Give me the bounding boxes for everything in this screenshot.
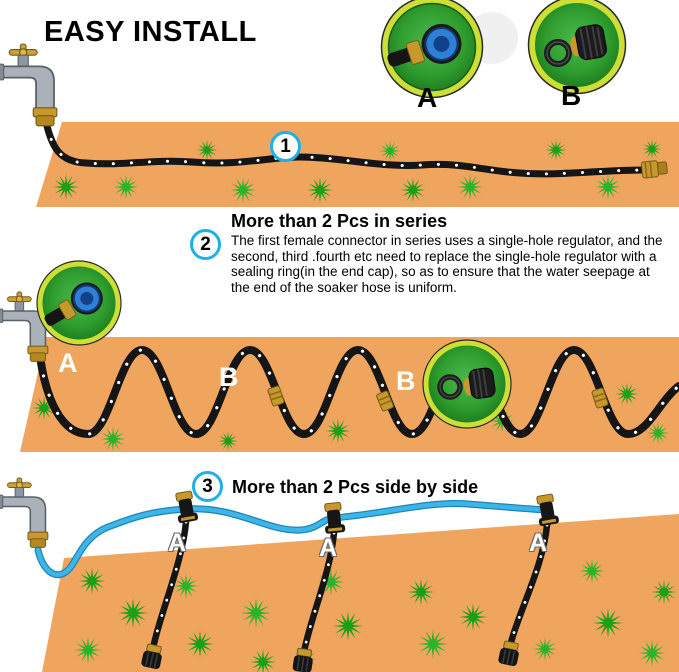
faucet-icon <box>0 477 49 549</box>
feed-hose <box>34 489 560 579</box>
hose-label-a1-band3: A <box>168 529 187 557</box>
soaker-hose-band-2 <box>36 345 679 439</box>
callout-b <box>527 0 627 95</box>
end-cap-and-ring-icon <box>544 24 607 67</box>
hose-label-a3-band3: A <box>529 529 548 557</box>
soaker-hose-band-1 <box>42 118 669 179</box>
step2-number-badge: 2 <box>190 229 221 260</box>
callout-a-label: A <box>417 82 438 113</box>
step3-heading: More than 2 Pcs side by side <box>232 477 479 497</box>
soil-band-3 <box>42 514 679 672</box>
step3-number-badge: 3 <box>192 471 223 502</box>
callout-connector-detail <box>36 260 122 346</box>
hose-label-b1-band2: B <box>219 362 239 392</box>
connector-with-regulator-icon <box>44 282 103 326</box>
faucet-icon <box>0 43 58 127</box>
callout-b-label: B <box>561 80 582 111</box>
callout-a <box>380 0 484 99</box>
end-cap-and-ring-icon <box>437 367 496 400</box>
hose-label-b2-band2: B <box>396 366 416 396</box>
connector-with-regulator-icon <box>387 23 462 67</box>
step2-body: The first female connector in series use… <box>231 233 663 295</box>
hose-label-a2-band3: A <box>319 534 338 562</box>
step2-heading: More than 2 Pcs in series <box>231 211 448 231</box>
callout-endcap-detail <box>422 339 512 429</box>
page-title: EASY INSTALL <box>44 16 257 48</box>
step1-number-badge: 1 <box>270 131 301 162</box>
soaker-hoses-band-3 <box>139 518 551 672</box>
hose-label-a-band2: A <box>58 348 78 378</box>
